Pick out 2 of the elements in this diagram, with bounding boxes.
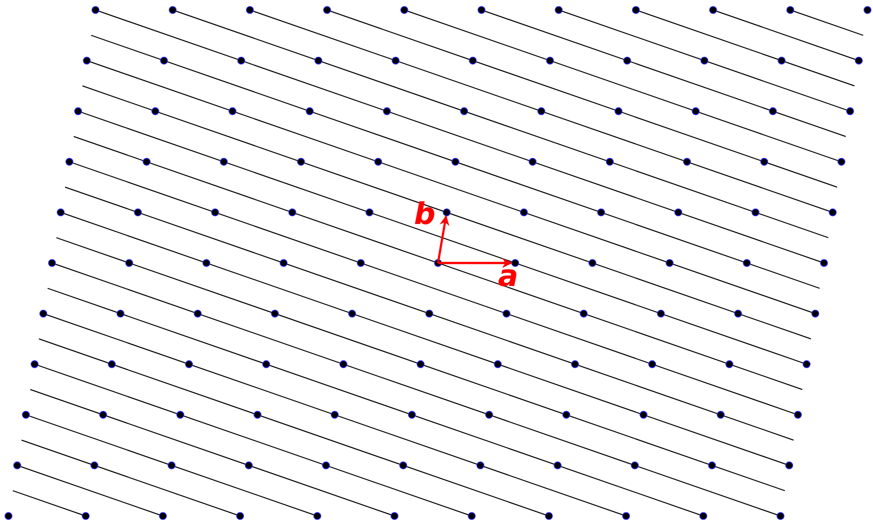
vector-label: a xyxy=(498,262,518,292)
vector-label: b xyxy=(414,200,436,230)
